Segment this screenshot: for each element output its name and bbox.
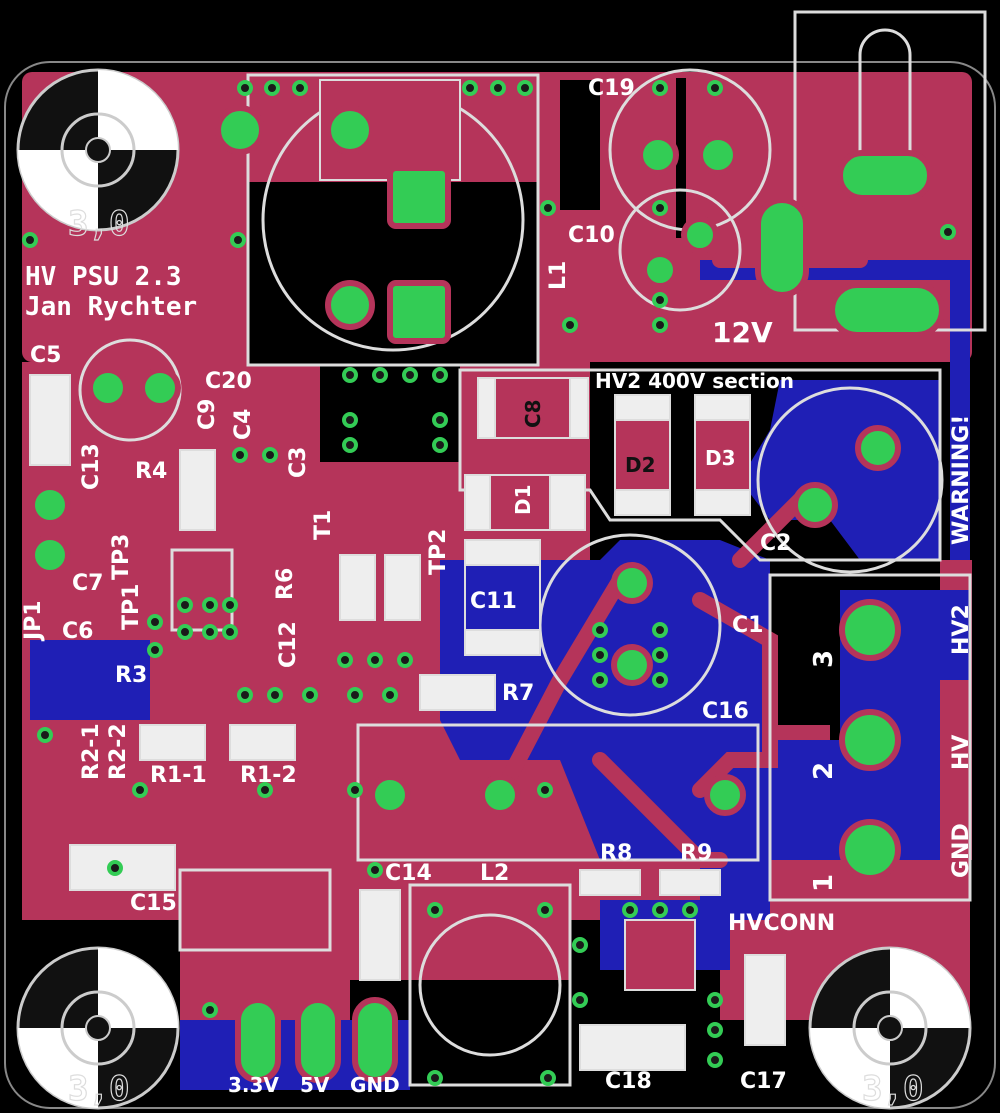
connector-label-hv: HV (949, 735, 974, 770)
mounting-hole-bottom-right (808, 946, 972, 1110)
label-r8: R8 (600, 841, 632, 866)
hole-label-bottom-left: 3,0 (68, 1069, 129, 1109)
hvconn-outline (768, 573, 972, 902)
hv-section-label: HV2 400V section (595, 369, 794, 393)
board-title: HV PSU 2.3 (25, 262, 182, 292)
label-jp1: JP1 (21, 600, 46, 642)
connector-label-gnd: GND (949, 823, 974, 878)
label-d1: D1 (511, 484, 535, 515)
label-tp2: TP2 (426, 529, 451, 575)
label-c10: C10 (568, 223, 615, 248)
label-l2: L2 (480, 861, 509, 886)
label-c15: C15 (130, 891, 177, 916)
label-r1-2: R1-2 (240, 763, 297, 788)
label-hvconn: HVCONN (728, 911, 835, 936)
input-voltage-label: 12V (712, 316, 773, 349)
label-c20: C20 (205, 369, 252, 394)
label-c8: C8 (521, 399, 545, 428)
pads (29, 105, 945, 1083)
label-c1: C1 (732, 613, 763, 638)
label-c13: C13 (79, 443, 104, 490)
label-c19: C19 (588, 76, 635, 101)
label-c7: C7 (72, 571, 103, 596)
label-c6: C6 (62, 619, 93, 644)
board-outline (4, 61, 996, 1109)
label-t1: T1 (311, 510, 336, 540)
mounting-hole-bottom-left (16, 946, 180, 1110)
c2-outline (756, 386, 944, 574)
smd-components (29, 374, 786, 1071)
label-c9: C9 (195, 399, 220, 430)
label-r1-1: R1-1 (150, 763, 207, 788)
label-l1: L1 (546, 261, 571, 290)
label-c14: C14 (385, 861, 432, 886)
label-r4: R4 (135, 459, 167, 484)
ic-u1-outline (170, 548, 234, 632)
l2-core-outline (418, 913, 562, 1057)
mounting-hole-top-left (16, 68, 180, 232)
label-r2-1: R2-1 (79, 723, 104, 780)
label-c17: C17 (740, 1069, 787, 1094)
label-r9: R9 (680, 841, 712, 866)
l2-outline (408, 883, 572, 1087)
label-r7: R7 (502, 681, 534, 706)
connector-label-hv2: HV2 (949, 604, 974, 655)
label-c11: C11 (470, 589, 517, 614)
hole-label-bottom-right: 3,0 (862, 1069, 923, 1109)
label-d2: D2 (625, 453, 656, 477)
label-c5: C5 (30, 343, 61, 368)
label-c16: C16 (702, 699, 749, 724)
regulator-outline (178, 868, 332, 952)
label-r2-2: R2-2 (106, 723, 131, 780)
pin-label-gnd: GND (350, 1073, 400, 1097)
board-author: Jan Rychter (25, 292, 197, 322)
connector-pin-1: 1 (809, 874, 839, 892)
label-c12: C12 (276, 621, 301, 668)
pin-label-5v: 5V (300, 1073, 330, 1097)
warning-label: WARNING! (949, 415, 974, 545)
label-c18: C18 (605, 1069, 652, 1094)
label-tp1: TP1 (119, 584, 144, 630)
hole-label-top-left: 3,0 (68, 204, 129, 244)
label-r6: R6 (273, 568, 298, 600)
connector-pin-3: 3 (809, 650, 839, 668)
pin-label-3v3: 3.3V (228, 1073, 279, 1097)
label-r3: R3 (115, 663, 147, 688)
label-d3: D3 (705, 446, 736, 470)
label-tp3: TP3 (109, 534, 134, 580)
label-c3: C3 (286, 447, 311, 478)
silkscreen-labels: HV PSU 2.3 Jan Rychter HV2 400V section … (21, 76, 974, 1110)
label-c2: C2 (760, 531, 791, 556)
c10-outline (618, 188, 742, 312)
connector-pin-2: 2 (809, 762, 839, 780)
label-c4: C4 (231, 409, 256, 440)
vias (22, 80, 956, 1086)
